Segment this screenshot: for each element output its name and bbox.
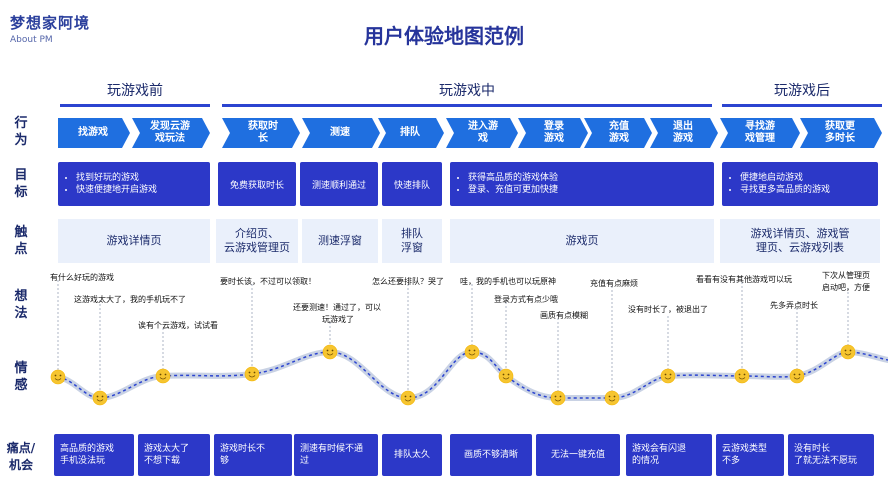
chevron-shape — [222, 118, 300, 148]
phase-during-line — [222, 104, 712, 107]
phase-before: 玩游戏前 — [107, 83, 163, 99]
chevron-shape — [584, 118, 652, 148]
chevron-shape — [58, 118, 130, 148]
chevron-shape — [720, 118, 800, 148]
smiley-icon — [244, 366, 260, 382]
chevron-shape — [800, 118, 882, 148]
step-login: 登录 游戏 — [544, 121, 564, 144]
step-find-manage: 寻找游 戏管理 — [745, 121, 775, 144]
goal-before: 找到好玩的游戏快速便捷地开启游戏 — [58, 162, 210, 206]
smiley-icon — [498, 368, 514, 384]
thought-4: 要时长该，不过可以领取！ — [220, 277, 316, 286]
page-title: 用户体验地图范例 — [364, 24, 524, 48]
step-exit: 退出 游戏 — [673, 121, 693, 144]
pain-2: 游戏太大了 不想下载 — [138, 434, 210, 476]
logo-cn: 梦想家阿境 — [10, 14, 91, 32]
logo: 梦想家阿境 About PM — [10, 12, 90, 45]
thought-3: 诶有个云游戏，试试看 — [138, 321, 218, 330]
pain-9: 云游戏类型 不多 — [716, 434, 784, 476]
thought-14: 下次从管理页 — [822, 271, 870, 280]
smiley-icon — [322, 344, 338, 360]
thought-5b: 玩游戏了 — [322, 315, 354, 324]
chevron-row — [58, 118, 882, 148]
row-label-pain: 痛点/机会 — [6, 441, 36, 472]
thought-7: 哇，我的手机也可以玩原神 — [460, 277, 556, 286]
pain-5: 排队太久 — [382, 434, 442, 476]
emotion-chart — [50, 280, 888, 406]
phase-during: 玩游戏中 — [439, 83, 495, 99]
smiley-icon — [789, 368, 805, 384]
phase-before-line — [60, 104, 210, 107]
row-label-touchpoint: 触点 — [14, 225, 28, 257]
goal-during: 获得高品质的游戏体验登录、充值可更加快捷 — [450, 162, 714, 206]
chevron-shape — [650, 118, 718, 148]
thought-9: 画质有点模糊 — [540, 311, 588, 320]
smiley-icon — [155, 368, 171, 384]
smiley-icon — [50, 369, 66, 385]
thought-13: 先多弄点时长 — [770, 301, 818, 310]
smiley-icon — [660, 368, 676, 384]
goal-queue: 快速排队 — [382, 162, 442, 206]
phase-after-line — [722, 104, 882, 107]
smiley-icon — [464, 344, 480, 360]
chevron-shape — [446, 118, 518, 148]
touchpoint-intro-manage: 介绍页、 云游戏管理页 — [216, 219, 298, 263]
goal-get-time: 免费获取时长 — [218, 162, 296, 206]
step-recharge: 充值 游戏 — [609, 121, 629, 144]
chevron-shape — [518, 118, 588, 148]
goal-speed-test: 测速顺利通过 — [300, 162, 378, 206]
smiley-icon — [604, 390, 620, 406]
pain-8: 游戏会有闪退 的情况 — [626, 434, 712, 476]
step-discover-cloud: 发现云游 戏玩法 — [150, 121, 190, 144]
step-speed-test: 测速 — [330, 127, 350, 138]
touchpoint-queue-popup: 排队 浮窗 — [382, 219, 442, 263]
thought-5: 还要测速！通过了，可以 — [293, 303, 381, 312]
thought-6: 怎么还要排队？哭了 — [372, 277, 444, 286]
pain-10: 没有时长 了就无法不愿玩 — [788, 434, 874, 476]
pain-7: 无法一键充值 — [536, 434, 620, 476]
thought-8: 登录方式有点少哦 — [494, 295, 558, 304]
row-label-goal: 目标 — [14, 168, 28, 200]
phase-after: 玩游戏后 — [774, 83, 830, 99]
smiley-icon — [400, 390, 416, 406]
touchpoint-speed-popup: 测速浮窗 — [302, 219, 378, 263]
smiley-icon — [92, 390, 108, 406]
step-find-game: 找游戏 — [78, 127, 108, 138]
row-label-emotion: 情感 — [14, 361, 28, 393]
touchpoint-game-detail: 游戏详情页 — [58, 219, 210, 263]
step-enter-game: 进入游 戏 — [468, 121, 498, 144]
smiley-icon — [734, 368, 750, 384]
pain-6: 画质不够清晰 — [450, 434, 532, 476]
thought-12: 看看有没有其他游戏可以玩 — [696, 275, 792, 284]
touchpoint-game-page: 游戏页 — [450, 219, 714, 263]
row-label-behavior: 行为 — [14, 116, 28, 148]
step-queue: 排队 — [400, 127, 420, 138]
touchpoint-after-pages: 游戏详情页、游戏管 理页、云游戏列表 — [720, 219, 880, 263]
thought-1: 有什么好玩的游戏 — [50, 273, 114, 282]
chevron-shape — [378, 118, 444, 148]
row-label-thought: 想法 — [14, 289, 28, 321]
pain-4: 测速有时候不通 过 — [294, 434, 378, 476]
chevron-shape — [302, 118, 380, 148]
thought-11: 没有时长了，被退出了 — [628, 305, 708, 314]
thought-14b: 启动吧，方便 — [822, 283, 870, 292]
smiley-icon — [550, 390, 566, 406]
step-more-time: 获取更 多时长 — [825, 121, 855, 144]
chevron-shape — [132, 118, 210, 148]
thought-2: 这游戏太大了，我的手机玩不了 — [74, 295, 186, 304]
step-get-time: 获取时 长 — [248, 121, 278, 144]
thought-10: 充值有点麻烦 — [590, 279, 638, 288]
smiley-icon — [840, 344, 856, 360]
pain-3: 游戏时长不 够 — [214, 434, 292, 476]
goal-after: 便捷地启动游戏寻找更多高品质的游戏 — [722, 162, 878, 206]
logo-en: About PM — [10, 35, 53, 45]
pain-1: 高品质的游戏 手机没法玩 — [54, 434, 134, 476]
